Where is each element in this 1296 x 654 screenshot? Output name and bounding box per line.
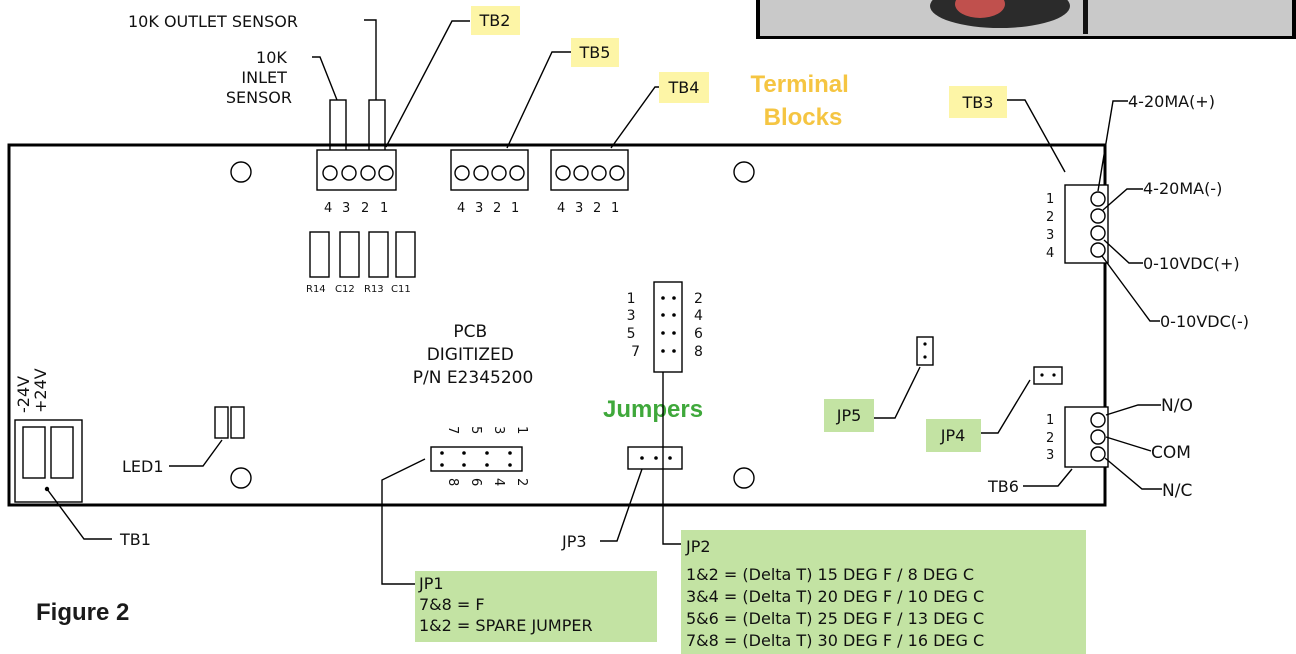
power-neg-label: -24V [14, 376, 33, 413]
pcb-outline [7, 143, 1107, 507]
tb3-connector: 1 2 3 4 [1046, 184, 1109, 264]
mounting-hole [733, 467, 755, 489]
svg-text:1 3 5 7: 1 3 5 7 [627, 291, 640, 360]
tb1-connector [14, 419, 83, 503]
tb4-callout: TB4 [659, 72, 709, 103]
photo-inset [756, 0, 1296, 39]
jp5-callout: JP5 [824, 399, 874, 432]
svg-text:TB2: TB2 [479, 11, 511, 30]
svg-text:TB5: TB5 [579, 43, 611, 62]
tb1-label: TB1 [119, 530, 151, 549]
svg-text:JP1 7&8 = F 1&2 =: JP1 7&8 = F 1&2 = SPARE JUMPER [418, 574, 593, 635]
power-pos-label: +24V [31, 368, 50, 413]
inlet-sensor-label: 10K INLET SENSOR [226, 48, 292, 107]
led1-label: LED1 [122, 457, 164, 476]
svg-text:JP2 1&2 = (Delta T) 15 D: JP2 1&2 = (Delta T) 15 DEG F / 8 DEG C 3… [685, 537, 989, 650]
tb6-connector: 1 2 3 [1046, 406, 1109, 468]
mounting-hole [230, 467, 252, 489]
mounting-hole [230, 161, 252, 183]
svg-text:5: 5 [468, 426, 483, 434]
svg-text:JP4: JP4 [940, 426, 966, 445]
svg-text:2: 2 [514, 478, 529, 486]
led1 [214, 406, 245, 439]
svg-text:1 2 3 4: 1 2 3 4 [1046, 192, 1058, 261]
svg-text:8: 8 [445, 478, 460, 486]
terminal-blocks-label: Terminal Blocks [751, 71, 856, 131]
tb3-callout: TB3 [949, 86, 1007, 118]
tb6-output-labels: N/O COM N/C [1151, 396, 1198, 501]
jp1-header: 7 5 3 1 8 6 4 2 [430, 426, 529, 486]
jp4-callout: JP4 [926, 419, 981, 452]
jp5-header [916, 336, 934, 366]
jumpers-label: Jumpers [603, 396, 703, 423]
jp3-header [627, 446, 683, 470]
jp2-info-box: JP2 1&2 = (Delta T) 15 DEG F / 8 DEG C 3… [681, 530, 1086, 654]
tb5-callout: TB5 [571, 38, 619, 67]
jp2-header: 1 3 5 7 2 4 6 8 [627, 281, 707, 373]
svg-text:6: 6 [468, 478, 483, 486]
figure-label: Figure 2 [36, 599, 129, 626]
outlet-sensor-label: 10K OUTLET SENSOR [128, 12, 298, 31]
tb6-label: TB6 [987, 477, 1019, 496]
pcb-label: PCB DIGITIZED P/N E2345200 [413, 322, 534, 388]
svg-text:1 2 3: 1 2 3 [1046, 413, 1058, 463]
jp3-label: JP3 [561, 532, 587, 551]
svg-text:1: 1 [514, 426, 529, 434]
jp1-info-box: JP1 7&8 = F 1&2 = SPARE JUMPER [415, 571, 657, 642]
tb3-output-labels: 4-20MA(+) 4-20MA(-) 0-10VDC(+) 0-10VDC(-… [1128, 92, 1249, 331]
svg-text:2 4 6 8: 2 4 6 8 [694, 291, 707, 360]
svg-text:TB3: TB3 [962, 93, 994, 112]
mounting-hole [733, 161, 755, 183]
tb2-callout: TB2 [471, 6, 520, 35]
svg-text:7: 7 [445, 426, 460, 434]
jp4-header [1033, 366, 1063, 385]
svg-text:TB4: TB4 [668, 78, 700, 97]
svg-text:4: 4 [491, 478, 506, 486]
svg-text:JP5: JP5 [836, 406, 862, 425]
svg-text:3: 3 [491, 426, 506, 434]
